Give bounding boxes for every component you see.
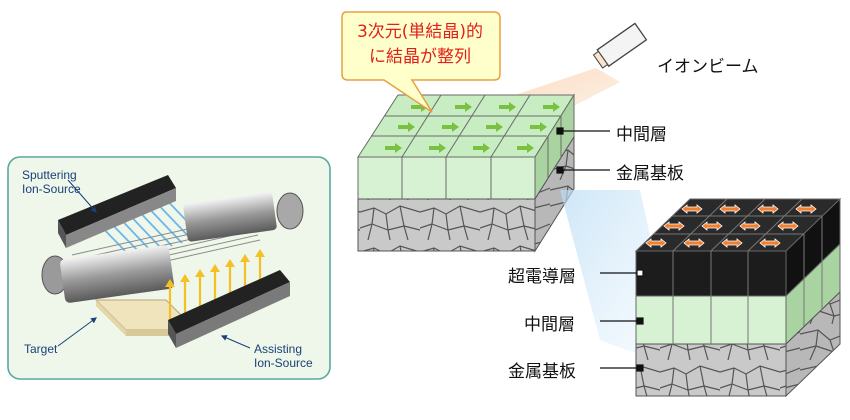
superconductor-layer-label: 超電導層: [508, 267, 576, 287]
callout-line-1: 3次元(単結晶)的: [356, 22, 484, 42]
top-substrate-label: 金属基板: [616, 164, 684, 184]
ion-beam-label: イオンビーム: [657, 57, 759, 77]
ion-gun-icon: [592, 22, 648, 69]
callout-text: 3次元(単結晶)的 に結晶が整列: [334, 20, 506, 70]
orange-alignment-arrows: [645, 204, 817, 248]
assisting-source-label: Assisting Ion-Source: [254, 342, 313, 370]
bottom-block-leaders: [600, 269, 644, 372]
assisting-source-label-line2: Ion-Source: [254, 356, 313, 370]
assisting-ion-source: [168, 270, 290, 348]
bottom-block: [634, 197, 842, 398]
assisting-source-label-line1: Assisting: [254, 342, 303, 356]
apparatus-illustration: [41, 175, 304, 349]
bottom-middle-layer-label: 中間層: [524, 315, 575, 335]
target-label: Target: [24, 342, 58, 356]
sputtering-source-label-line2: Ion-Source: [22, 182, 81, 196]
lower-roller: [41, 245, 174, 303]
green-alignment-arrows: [385, 102, 560, 153]
upper-roller: [183, 192, 304, 242]
bottom-substrate-label: 金属基板: [508, 362, 576, 382]
sputtering-source-label-line1: Sputtering: [22, 168, 77, 182]
sputtering-ion-source: [58, 175, 176, 248]
top-block-leaders: [556, 127, 610, 174]
top-block: [357, 93, 575, 253]
callout-line-2: に結晶が整列: [369, 47, 471, 67]
top-middle-layer-label: 中間層: [616, 125, 667, 145]
sputtering-source-label: Sputtering Ion-Source: [22, 168, 81, 196]
callout-bubble: [341, 11, 501, 113]
